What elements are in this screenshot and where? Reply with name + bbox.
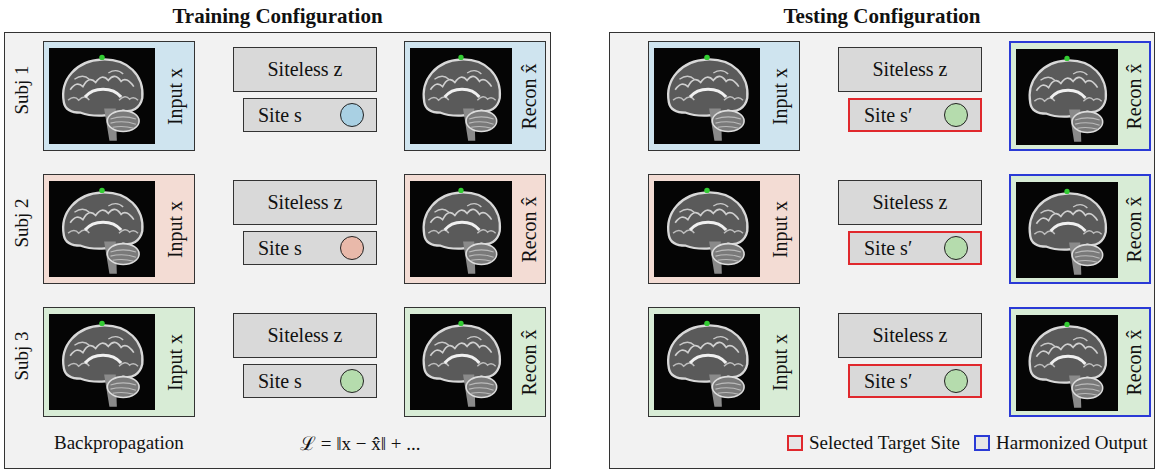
- site-circle: [340, 103, 364, 127]
- mri-slice: [654, 314, 760, 410]
- input-label: Input x: [769, 333, 792, 390]
- recon-label: Recon x̂: [518, 329, 541, 395]
- recon-box: Recon x̂: [404, 307, 546, 417]
- input-label: Input x: [164, 333, 187, 390]
- site-box: Site s′: [848, 364, 982, 398]
- input-box: Input x: [648, 41, 800, 151]
- input-box: Input x: [43, 41, 195, 151]
- input-box: Input x: [648, 307, 800, 417]
- siteless-box: Siteless z: [838, 47, 982, 92]
- mri-slice: [49, 314, 155, 410]
- panel-heading: Testing Configuration: [783, 4, 980, 29]
- input-box: Input x: [648, 174, 800, 284]
- siteless-box: Siteless z: [233, 47, 377, 92]
- mri-slice: [49, 48, 155, 144]
- site-circle: [340, 236, 364, 260]
- site-circle: [340, 369, 364, 393]
- recon-box: Recon x̂: [1009, 41, 1151, 151]
- input-label: Input x: [769, 67, 792, 124]
- recon-label: Recon x̂: [1123, 329, 1146, 395]
- recon-label: Recon x̂: [1123, 63, 1146, 129]
- siteless-box: Siteless z: [233, 313, 377, 358]
- site-box: Site s: [243, 364, 377, 398]
- panel-heading: Training Configuration: [172, 4, 382, 29]
- mri-slice: [1016, 315, 1118, 411]
- site-label: Site s: [258, 370, 302, 393]
- legend-text: Selected Target Site: [809, 432, 960, 454]
- subject-label: Subj 1: [11, 65, 33, 114]
- site-label: Site s′: [864, 370, 912, 393]
- legend-swatch: [974, 435, 990, 451]
- latent-label: Siteless z: [268, 58, 343, 81]
- recon-box: Recon x̂: [404, 41, 546, 151]
- recon-box: Recon x̂: [1009, 174, 1151, 284]
- siteless-box: Siteless z: [838, 313, 982, 358]
- site-circle: [944, 103, 968, 127]
- input-label: Input x: [769, 200, 792, 257]
- backprop-label: Backpropagation: [54, 432, 184, 454]
- legend-swatch: [787, 435, 803, 451]
- input-box: Input x: [43, 174, 195, 284]
- input-box: Input x: [43, 307, 195, 417]
- mri-slice: [410, 181, 512, 277]
- site-circle: [944, 236, 968, 260]
- latent-label: Siteless z: [873, 58, 948, 81]
- mri-slice: [1016, 49, 1118, 145]
- recon-label: Recon x̂: [1123, 196, 1146, 262]
- mri-slice: [654, 48, 760, 144]
- input-label: Input x: [164, 67, 187, 124]
- latent-label: Siteless z: [268, 191, 343, 214]
- site-box: Site s: [243, 231, 377, 265]
- recon-box: Recon x̂: [1009, 307, 1151, 417]
- recon-label: Recon x̂: [518, 63, 541, 129]
- mri-slice: [410, 48, 512, 144]
- site-label: Site s′: [864, 104, 912, 127]
- site-box: Site s′: [848, 231, 982, 265]
- site-box: Site s: [243, 98, 377, 132]
- mri-slice: [1016, 182, 1118, 278]
- site-box: Site s′: [848, 98, 982, 132]
- subject-label: Subj 2: [11, 198, 33, 247]
- legend-text: Harmonized Output: [996, 432, 1147, 454]
- siteless-box: Siteless z: [233, 180, 377, 225]
- siteless-box: Siteless z: [838, 180, 982, 225]
- config-panel: Testing ConfigurationInput xSiteless zSi…: [609, 32, 1155, 469]
- latent-label: Siteless z: [873, 191, 948, 214]
- mri-slice: [654, 181, 760, 277]
- mri-slice: [49, 181, 155, 277]
- latent-label: Siteless z: [268, 324, 343, 347]
- input-label: Input x: [164, 200, 187, 257]
- recon-label: Recon x̂: [518, 196, 541, 262]
- subject-label: Subj 3: [11, 331, 33, 380]
- site-label: Site s: [258, 237, 302, 260]
- mri-slice: [410, 314, 512, 410]
- latent-label: Siteless z: [873, 324, 948, 347]
- loss-formula: ℒ = ‖x − x̂‖ + ...: [300, 430, 421, 456]
- recon-box: Recon x̂: [404, 174, 546, 284]
- config-panel: Training ConfigurationInput xSiteless zS…: [4, 32, 551, 469]
- site-label: Site s′: [864, 237, 912, 260]
- site-label: Site s: [258, 104, 302, 127]
- site-circle: [944, 369, 968, 393]
